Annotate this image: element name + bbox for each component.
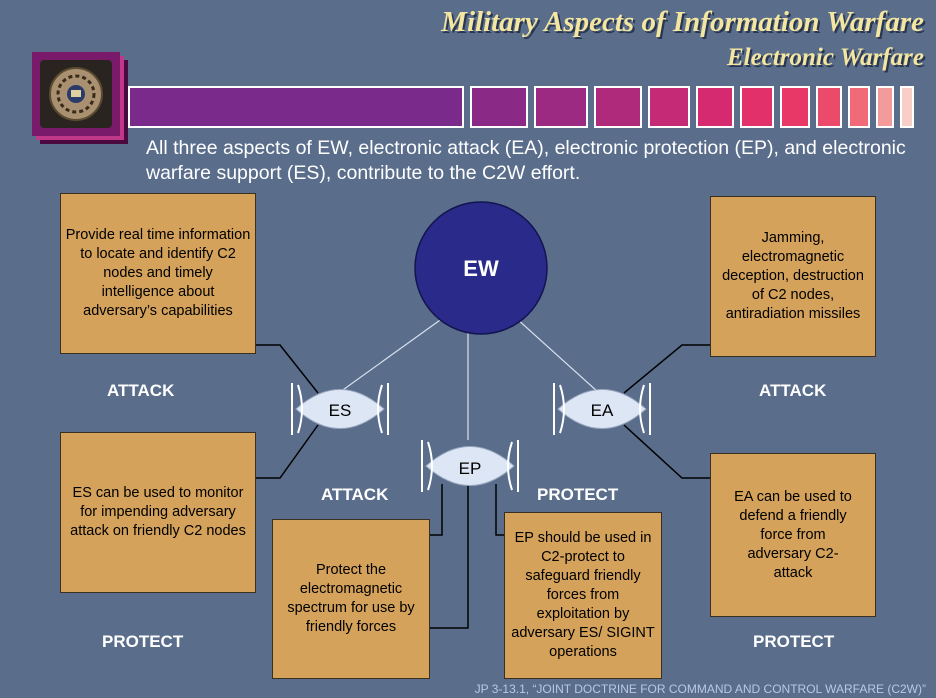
es-attack-box: Provide real time information to locate … bbox=[60, 193, 256, 354]
es-attack-label: ATTACK bbox=[107, 381, 175, 400]
header-bar bbox=[876, 86, 894, 128]
es-protect-connector bbox=[256, 424, 319, 479]
header-bar bbox=[470, 86, 528, 128]
intro-text: All three aspects of EW, electronic atta… bbox=[146, 137, 906, 184]
header-bar bbox=[780, 86, 810, 128]
header-bar bbox=[594, 86, 642, 128]
ep-attack-box: Protect the electromagnetic spectrum for… bbox=[272, 519, 430, 679]
ea-protect-label: PROTECT bbox=[753, 632, 835, 651]
es-attack-connector bbox=[256, 344, 319, 394]
ep-label: EP bbox=[459, 459, 482, 478]
es-label: ES bbox=[329, 401, 352, 420]
ea-protect-connector bbox=[623, 424, 710, 479]
ea-attack-box: Jamming, electromagnetic deception, dest… bbox=[710, 196, 876, 357]
header-bar bbox=[900, 86, 914, 128]
ea-label: EA bbox=[591, 401, 614, 420]
slide-title: Military Aspects of Information Warfare bbox=[441, 6, 924, 38]
es-node: ES bbox=[291, 383, 389, 435]
ep-protect-box: EP should be used in C2-protect to safeg… bbox=[504, 512, 662, 679]
ea-attack-connector bbox=[623, 344, 710, 394]
source-footer: JP 3-13.1, “JOINT DOCTRINE FOR COMMAND A… bbox=[474, 682, 926, 696]
ep-protect-label: PROTECT bbox=[537, 485, 619, 504]
header-bar bbox=[740, 86, 774, 128]
ep-protect-connector-a bbox=[430, 484, 469, 629]
header-bar bbox=[648, 86, 690, 128]
ep-attack-label: ATTACK bbox=[321, 485, 389, 504]
ew-circle bbox=[414, 201, 548, 335]
slide-subtitle: Electronic Warfare bbox=[727, 44, 924, 71]
header-bar bbox=[848, 86, 870, 128]
es-protect-box: ES can be used to monitor for impending … bbox=[60, 432, 256, 593]
header-bar bbox=[534, 86, 588, 128]
ea-node: EA bbox=[553, 383, 651, 435]
ep-protect-connector-b bbox=[495, 484, 504, 536]
ep-node: EP bbox=[421, 440, 519, 492]
header-bar bbox=[696, 86, 734, 128]
ea-protect-box: EA can be used to defend a friendly forc… bbox=[710, 453, 876, 617]
ew-label: EW bbox=[463, 256, 499, 281]
header-bar bbox=[816, 86, 842, 128]
header-bar bbox=[128, 86, 464, 128]
seal-logo bbox=[32, 52, 120, 136]
ea-attack-label: ATTACK bbox=[759, 381, 827, 400]
es-protect-label: PROTECT bbox=[102, 632, 184, 651]
ep-attack-connector bbox=[430, 484, 443, 536]
